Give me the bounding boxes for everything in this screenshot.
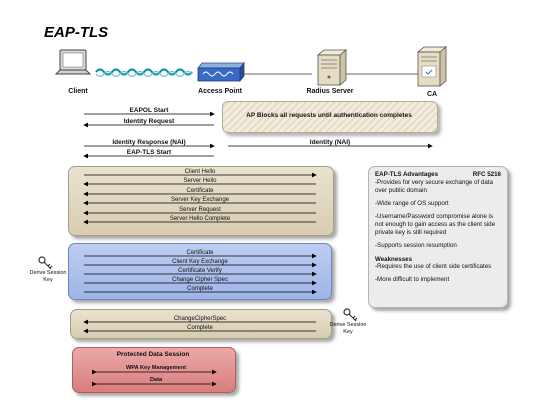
msg-server-key-exchange: Server Key Exchange [170, 197, 230, 203]
hello-exchange-box [68, 166, 334, 236]
access-point-label: Access Point [198, 88, 242, 95]
laptop-icon [54, 49, 92, 75]
ca-server-icon [416, 46, 448, 87]
key-icon [343, 308, 358, 322]
derive-session-key-left: Derive Session Key [29, 270, 67, 283]
advantages-note: EAP-TLS Advantages RFC 5216 -Provides fo… [368, 166, 508, 308]
msg-identity-request: Identity Request [123, 118, 175, 125]
weaknesses-title: Weaknesses [375, 255, 413, 263]
ap-block-text: AP Blocks all requests until authenticat… [246, 112, 412, 119]
wireless-link [95, 68, 193, 76]
weakness-item: -Requires the use of client side certifi… [375, 263, 492, 271]
note-header: EAP-TLS Advantages RFC 5216 [375, 171, 501, 179]
msg-data: Data [149, 377, 163, 383]
advantage-item: -Supports session resumption [375, 241, 457, 249]
ap-block-banner [222, 101, 438, 133]
msg-change-cipher-spec: Change Cipher Spec [172, 277, 228, 283]
msg-certificate-verify: Certificate Verify [178, 268, 222, 274]
note-rfc: RFC 5216 [472, 171, 501, 178]
key-icon [38, 256, 53, 270]
msg-server-request: Server Request [179, 207, 221, 213]
ca-label: CA [426, 91, 438, 98]
msg-key-complete: Complete [187, 286, 213, 292]
msg-cipher-complete: Complete [187, 325, 213, 331]
advantage-item: -Provides for very secure exchange of da… [375, 178, 493, 194]
msg-certificate: Certificate [186, 188, 214, 194]
msg-identity-nai: Identity (NAI) [309, 139, 351, 146]
msg-changecipherspec: ChangeCipherSpec [173, 316, 227, 322]
advantage-item: -Username/Password compromise alone is n… [375, 212, 496, 236]
msg-server-hello-complete: Server Hello Complete [169, 216, 231, 222]
msg-client-hello: Client Hello [184, 169, 216, 175]
key-exchange-box [68, 243, 332, 300]
msg-server-hello: Server Hello [183, 178, 217, 184]
msg-eap-tls-start: EAP-TLS Start [126, 149, 172, 156]
diagram-title: EAP-TLS [44, 24, 109, 41]
radius-server-label: Radius Server [306, 88, 354, 95]
client-label: Client [68, 88, 88, 95]
radius-server-icon [316, 49, 348, 86]
protected-session-title: Protected Data Session [116, 351, 190, 358]
msg-identity-response: Identity Response (NAI) [112, 139, 186, 146]
access-point-icon [197, 61, 245, 83]
advantage-item: -Wide range of OS support [375, 199, 449, 207]
derive-session-key-right: Derive Session Key [329, 322, 367, 335]
cipher-change-box [70, 309, 332, 339]
weakness-item: -More difficult to implement [375, 276, 450, 284]
msg-client-key-exchange: Client Key Exchange [172, 259, 228, 265]
note-title: EAP-TLS Advantages [375, 171, 439, 178]
msg-client-certificate: Certificate [186, 250, 214, 256]
msg-wpa-key-management: WPA Key Management [126, 365, 186, 371]
msg-eapol-start: EAPOL Start [129, 107, 169, 114]
